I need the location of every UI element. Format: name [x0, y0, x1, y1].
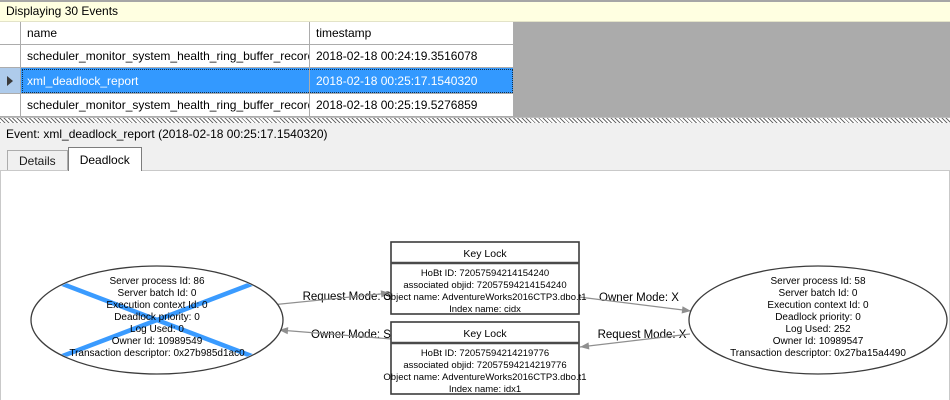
- tab-details[interactable]: Details: [7, 150, 68, 170]
- edge-line: [579, 333, 691, 348]
- edge-arrowhead-icon: [380, 290, 390, 298]
- cell-name: scheduler_monitor_system_health_ring_buf…: [21, 94, 310, 117]
- resource-attribute: HoBt ID: 72057594214154240: [421, 268, 549, 279]
- cell-timestamp: 2018-02-18 00:25:17.1540320: [310, 68, 514, 94]
- row-cells: scheduler_monitor_system_health_ring_buf…: [21, 94, 514, 117]
- resource-attribute: HoBt ID: 72057594214219776: [421, 348, 549, 359]
- edge-label: Owner Mode: X: [599, 292, 679, 304]
- deadlock-edge: Owner Mode: X: [578, 292, 692, 314]
- process-attribute: Transaction descriptor: 0x27b985d1ac0: [69, 348, 245, 359]
- resource-box: [390, 321, 580, 395]
- edge-line: [278, 329, 392, 340]
- edge-line: [270, 292, 391, 306]
- resource-title: Key Lock: [463, 248, 507, 260]
- deadlock-edge: Request Mode: S: [270, 290, 392, 306]
- deadlock-graph: Request Mode: S Owner Mode: S Owner Mode: …: [30, 241, 948, 395]
- process-attribute: Transaction descriptor: 0x27ba15a4490: [730, 348, 906, 359]
- process-attribute: Deadlock priority: 0: [775, 312, 861, 323]
- resource-attribute: Object name: AdventureWorks2016CTP3.dbo.…: [383, 372, 586, 383]
- process-attribute: Server batch Id: 0: [779, 288, 858, 299]
- row-gutter: [0, 94, 21, 117]
- cell-name: scheduler_monitor_system_health_ring_buf…: [21, 45, 310, 68]
- process-ellipse: [688, 265, 948, 375]
- column-header-name[interactable]: name: [21, 22, 310, 45]
- row-gutter: [0, 68, 21, 94]
- deadlock-edge: Request Mode: X: [579, 329, 691, 350]
- row-cells: scheduler_monitor_system_health_ring_buf…: [21, 45, 514, 68]
- resource-attribute: Object name: AdventureWorks2016CTP3.dbo.…: [383, 292, 586, 303]
- cell-name: xml_deadlock_report: [21, 68, 310, 94]
- tab-strip: Details Deadlock: [0, 145, 950, 171]
- splitter-handle[interactable]: [0, 117, 950, 123]
- grid-rows: scheduler_monitor_system_health_ring_buf…: [0, 45, 950, 117]
- cell-timestamp: 2018-02-18 00:24:19.3516078: [310, 45, 514, 68]
- edge-arrowhead-icon: [279, 327, 289, 335]
- process-attribute: Server process Id: 58: [770, 276, 865, 287]
- event-caption: Event: xml_deadlock_report (2018-02-18 0…: [0, 123, 950, 145]
- process-attribute: Log Used: 0: [130, 324, 184, 335]
- process-attribute: Server process Id: 86: [109, 276, 204, 287]
- resource-attribute: Index name: idx1: [449, 384, 521, 395]
- resource-attribute: associated objid: 72057594214154240: [403, 280, 566, 291]
- victim-cross-icon: [32, 269, 282, 371]
- events-count-bar: Displaying 30 Events: [0, 0, 950, 22]
- process-attribute: Server batch Id: 0: [118, 288, 197, 299]
- edge-arrowhead-icon: [681, 306, 691, 314]
- current-row-arrow-icon: [7, 75, 13, 86]
- process-attribute: Execution context Id: 0: [106, 300, 208, 311]
- process-attribute: Owner Id: 10989549: [112, 336, 203, 347]
- edge-line: [578, 296, 692, 312]
- cell-timestamp: 2018-02-18 00:25:19.5276859: [310, 94, 514, 117]
- process-attribute: Owner Id: 10989547: [773, 336, 864, 347]
- process-attribute: Log Used: 252: [785, 324, 850, 335]
- table-row[interactable]: scheduler_monitor_system_health_ring_buf…: [0, 45, 950, 68]
- resource-attribute: associated objid: 72057594214219776: [403, 360, 566, 371]
- column-header-timestamp[interactable]: timestamp: [310, 22, 514, 45]
- grid-header-gutter: [0, 22, 21, 45]
- process-attribute: Deadlock priority: 0: [114, 312, 200, 323]
- resource-attribute: Index name: cidx: [449, 304, 521, 315]
- row-gutter: [0, 45, 21, 68]
- resource-box: [390, 241, 580, 315]
- grid-header-row: name timestamp: [0, 22, 950, 45]
- resource-title: Key Lock: [463, 328, 507, 340]
- edge-arrowhead-icon: [580, 342, 590, 350]
- deadlock-edge: Owner Mode: S: [278, 327, 392, 341]
- deadlock-pane: Request Mode: S Owner Mode: S Owner Mode: …: [0, 170, 950, 400]
- tab-deadlock[interactable]: Deadlock: [67, 147, 142, 171]
- process-attribute: Execution context Id: 0: [767, 300, 869, 311]
- table-row[interactable]: scheduler_monitor_system_health_ring_buf…: [0, 94, 950, 117]
- events-grid: name timestamp scheduler_monitor_system_…: [0, 22, 950, 117]
- edge-label: Request Mode: X: [598, 329, 687, 341]
- edge-label: Owner Mode: S: [311, 329, 391, 341]
